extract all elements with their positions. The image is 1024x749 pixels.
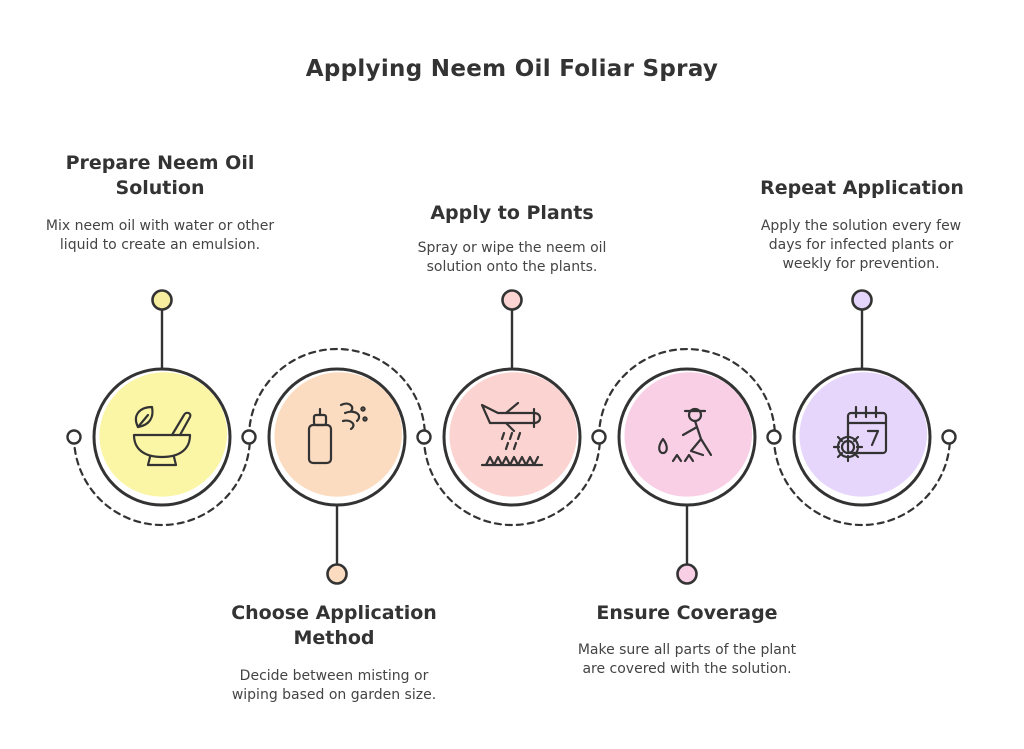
connector-nodes bbox=[66, 429, 957, 445]
mortar-pestle-leaf-icon bbox=[132, 405, 192, 467]
connector-node-5 bbox=[766, 429, 782, 445]
gardener-watering-icon bbox=[658, 407, 713, 463]
step-5-dot bbox=[851, 289, 873, 311]
step-3-description: Spray or wipe the neem oil solution onto… bbox=[417, 240, 607, 275]
step-5-node bbox=[792, 289, 932, 507]
step-2-arc bbox=[247, 347, 427, 439]
step-1-circle bbox=[92, 367, 232, 507]
step-2-circle bbox=[267, 367, 407, 507]
step-3-fill bbox=[449, 372, 578, 497]
step-4-circle bbox=[617, 367, 757, 507]
step-2-title: Choose Application Method bbox=[231, 602, 437, 649]
step-5-title: Repeat Application bbox=[760, 177, 964, 199]
step-5-arc bbox=[772, 435, 952, 527]
connector-node-6 bbox=[941, 429, 957, 445]
connector-node-1 bbox=[66, 429, 82, 445]
step-4-node bbox=[617, 367, 757, 585]
step-3-dot bbox=[501, 289, 523, 311]
connector-node-3 bbox=[416, 429, 432, 445]
step-4-dot bbox=[676, 563, 698, 585]
step-1-node bbox=[92, 289, 232, 507]
step-5-fill bbox=[799, 372, 928, 497]
step-4-arc bbox=[597, 347, 777, 439]
step-3-title: Apply to Plants bbox=[430, 202, 594, 224]
step-3-node bbox=[442, 289, 582, 507]
step-1-dot bbox=[151, 289, 173, 311]
step-2-fill bbox=[274, 372, 403, 497]
calendar-gear-icon bbox=[832, 405, 888, 463]
step-1-title: Prepare Neem Oil Solution bbox=[65, 152, 255, 199]
connector-node-2 bbox=[241, 429, 257, 445]
step-5-circle bbox=[792, 367, 932, 507]
connector-arcs bbox=[72, 347, 952, 527]
step-4-description: Make sure all parts of the plant are cov… bbox=[577, 642, 797, 677]
connector-node-4 bbox=[591, 429, 607, 445]
spray-bottle-icon bbox=[307, 402, 368, 465]
step-1-description: Mix neem oil with water or other liquid … bbox=[45, 218, 275, 253]
step-4-fill bbox=[624, 372, 753, 497]
step-2-node bbox=[267, 367, 407, 585]
diagram-title: Applying Neem Oil Foliar Spray bbox=[305, 56, 719, 82]
step-2-dot bbox=[326, 563, 348, 585]
step-1-arc bbox=[72, 435, 252, 527]
step-3-circle bbox=[442, 367, 582, 507]
step-5-description: Apply the solution every few days for in… bbox=[760, 218, 962, 272]
crop-duster-plane-icon bbox=[480, 401, 544, 467]
step-2-description: Decide between misting or wiping based o… bbox=[231, 668, 437, 703]
step-4-title: Ensure Coverage bbox=[596, 602, 778, 624]
step-3-arc bbox=[422, 435, 602, 527]
